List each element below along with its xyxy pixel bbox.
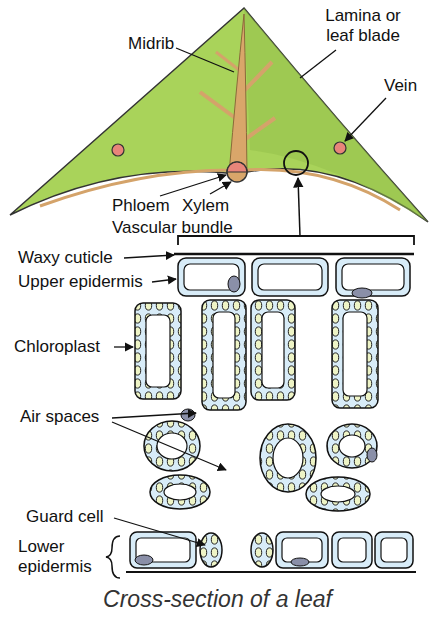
part-label: Chloroplast [14,337,100,357]
part-label: Guard cell [26,507,103,527]
part-label: Vascular bundle [112,218,233,238]
part-label: Midrib [128,34,174,54]
part-label: Waxy cuticle [18,248,113,268]
part-label: Phloem [112,196,170,216]
figure-caption: Cross-section of a leaf [103,586,332,613]
part-label: Upper epidermis [18,272,143,292]
part-label: Air spaces [20,407,99,427]
part-label: Lower epidermis [18,537,102,577]
part-label: Xylem [182,196,229,216]
part-label: Lamina or leaf blade [318,6,408,46]
part-label: Vein [384,76,417,96]
